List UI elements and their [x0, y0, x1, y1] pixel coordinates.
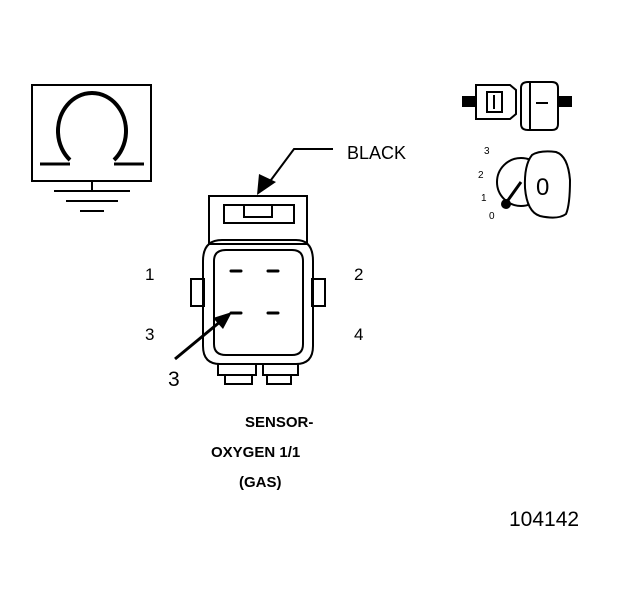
- key-position-3: 3: [484, 146, 490, 157]
- ignition-key-off-icon: [496, 150, 572, 219]
- component-title-line-3: (GAS): [239, 474, 282, 491]
- pin-label-2: 2: [354, 265, 364, 284]
- key-position-1: 1: [481, 193, 487, 204]
- pin-cavities: [229, 269, 280, 315]
- disconnected-connector-icon: [462, 81, 572, 131]
- pin-label-3: 3: [145, 325, 155, 344]
- probe-pin-label: 3: [168, 368, 180, 391]
- wire-color-leader: [257, 148, 333, 195]
- key-position-2: 2: [478, 170, 484, 181]
- pin-label-4: 4: [354, 325, 364, 344]
- key-position-0: 0: [489, 211, 495, 222]
- component-title-line-2: OXYGEN 1/1: [211, 444, 301, 461]
- figure-number: 104142: [509, 508, 580, 531]
- sensor-connector: [190, 195, 326, 385]
- pin-label-1: 1: [145, 265, 155, 284]
- ohmmeter-ground-icon: [31, 84, 152, 212]
- wire-color-label: BLACK: [347, 143, 407, 163]
- probe-arrow: [174, 312, 232, 361]
- component-title-line-1: SENSOR-: [245, 414, 314, 431]
- key-off-label: 0: [536, 174, 550, 201]
